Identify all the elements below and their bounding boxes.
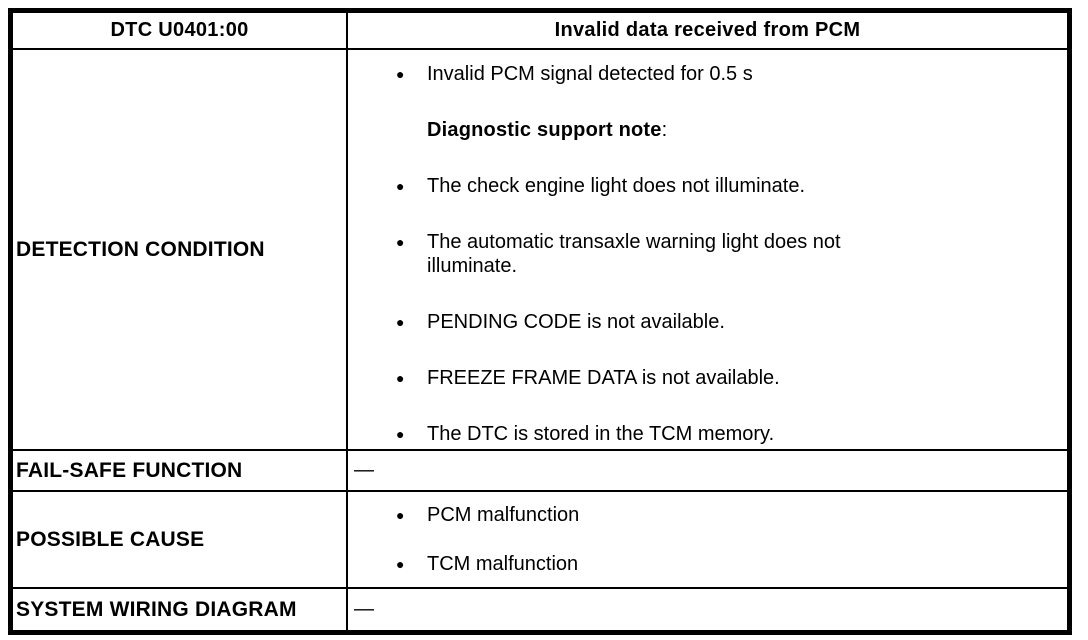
list-item: ● The automatic transaxle warning light … — [348, 230, 1067, 278]
note-text: Diagnostic support note — [427, 119, 662, 141]
list-item-text: TCM malfunction — [427, 553, 579, 575]
list-item: ● TCM malfunction — [348, 552, 1067, 576]
list-item-text: PCM malfunction — [427, 504, 580, 526]
list-item: ● The DTC is stored in the TCM memory. — [348, 422, 1067, 446]
bullet-icon: ● — [396, 66, 405, 82]
wiring-diagram-label-cell: SYSTEM WIRING DIAGRAM — [13, 587, 346, 630]
dtc-code-header: DTC U0401:00 — [13, 13, 346, 48]
dtc-description-header: Invalid data received from PCM — [346, 13, 1067, 48]
list-item: ● PENDING CODE is not available. — [348, 310, 1067, 334]
list-item-text: Invalid PCM signal detected for 0.5 s — [427, 63, 753, 85]
list-item-text: The automatic transaxle warning light do… — [427, 231, 841, 277]
list-item: ● PCM malfunction — [348, 503, 1067, 527]
wiring-diagram-value: — — [354, 598, 374, 620]
diagnostic-support-note: Diagnostic support note: — [348, 118, 1067, 142]
dtc-description-text: Invalid data received from PCM — [554, 19, 861, 41]
possible-cause-content-cell: ● PCM malfunction ● TCM malfunction — [346, 490, 1067, 587]
bullet-icon: ● — [396, 178, 405, 194]
possible-cause-label: POSSIBLE CAUSE — [16, 527, 205, 551]
list-item-text: PENDING CODE is not available. — [427, 311, 725, 333]
wiring-diagram-value-cell: — — [346, 587, 1067, 630]
list-item: ● FREEZE FRAME DATA is not available. — [348, 366, 1067, 390]
bullet-icon: ● — [396, 556, 405, 572]
bullet-icon: ● — [396, 314, 405, 330]
list-item-text: The DTC is stored in the TCM memory. — [427, 423, 775, 445]
fail-safe-label-cell: FAIL-SAFE FUNCTION — [13, 449, 346, 490]
detection-condition-label-cell: DETECTION CONDITION — [13, 48, 346, 449]
bullet-icon: ● — [396, 507, 405, 523]
list-item: ● The check engine light does not illumi… — [348, 174, 1067, 198]
dtc-code-text: DTC U0401:00 — [110, 19, 249, 41]
bullet-icon: ● — [396, 426, 405, 442]
list-item: ● Invalid PCM signal detected for 0.5 s — [348, 62, 1067, 86]
bullet-icon: ● — [396, 234, 405, 250]
fail-safe-value: — — [354, 459, 374, 481]
list-item-text: FREEZE FRAME DATA is not available. — [427, 367, 780, 389]
possible-cause-label-cell: POSSIBLE CAUSE — [13, 490, 346, 587]
fail-safe-label: FAIL-SAFE FUNCTION — [16, 458, 243, 482]
wiring-diagram-label: SYSTEM WIRING DIAGRAM — [16, 597, 297, 621]
note-colon: : — [661, 119, 668, 141]
dtc-table: DTC U0401:00 Invalid data received from … — [8, 8, 1072, 635]
bullet-icon: ● — [396, 370, 405, 386]
detection-condition-content-cell: ● Invalid PCM signal detected for 0.5 s … — [346, 48, 1067, 449]
list-item-text: The check engine light does not illumina… — [427, 175, 806, 197]
fail-safe-value-cell: — — [346, 449, 1067, 490]
detection-condition-label: DETECTION CONDITION — [16, 237, 265, 261]
